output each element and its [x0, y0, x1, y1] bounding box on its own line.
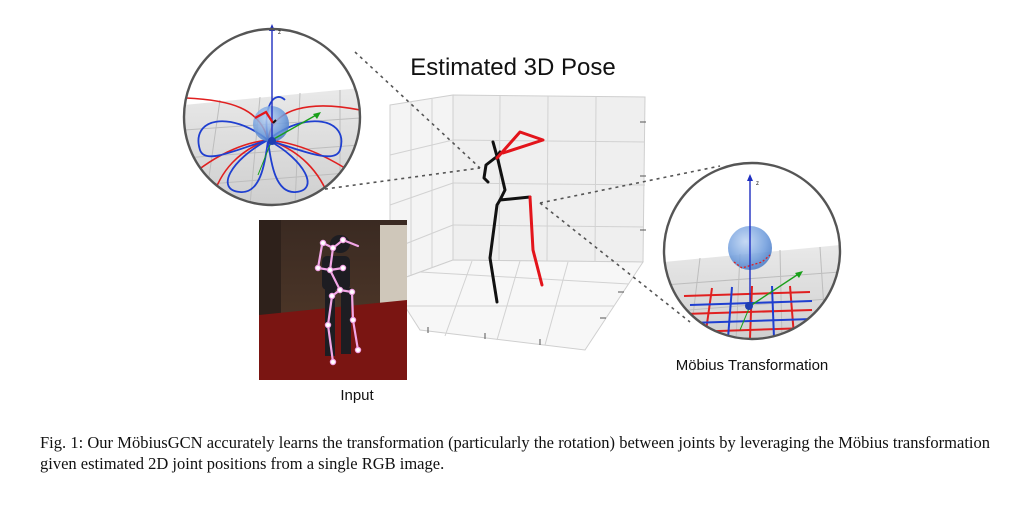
axis-z-label-left: z [278, 30, 281, 36]
figure-illustration: z [182, 24, 842, 404]
mobius-transformation-label: Möbius Transformation [676, 357, 829, 374]
figure-title: Estimated 3D Pose [410, 54, 615, 81]
estimated-skeleton [482, 130, 545, 304]
input-label: Input [340, 387, 374, 404]
figure-caption: Fig. 1: Our MöbiusGCN accurately learns … [40, 433, 990, 473]
rotation-zoom-circle: z [182, 24, 362, 207]
axis-z-label-right: z [756, 181, 759, 187]
mobius-zoom-circle: z [662, 161, 842, 341]
zoom-connectors [317, 51, 721, 323]
input-photo [259, 220, 407, 380]
